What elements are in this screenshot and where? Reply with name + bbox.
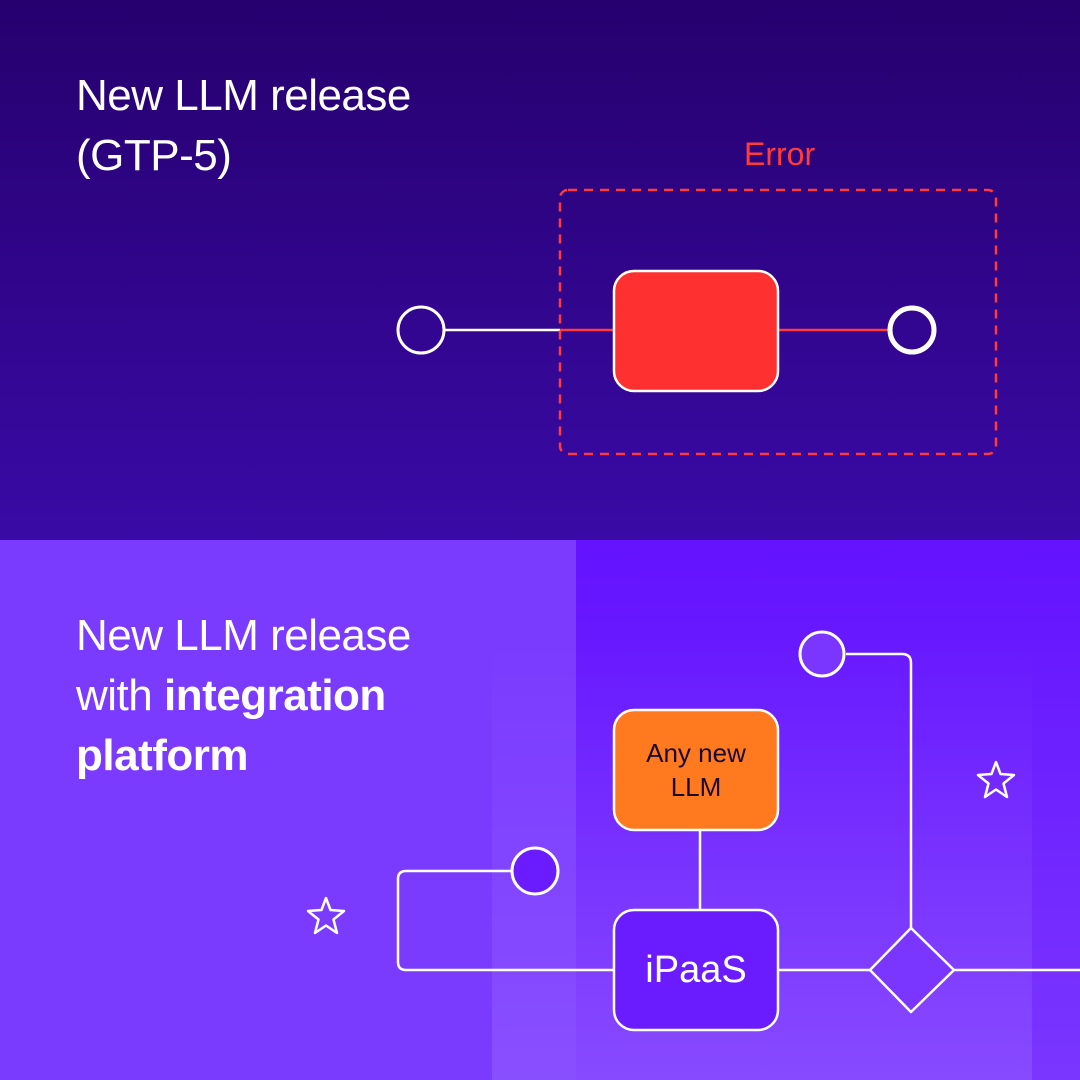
top-heading-line2: (GTP-5) <box>76 131 232 180</box>
panel-without-platform: New LLM release (GTP-5) Error <box>0 0 1080 540</box>
failed-process-node <box>612 269 780 393</box>
bottom-heading-line3-bold: platform <box>76 731 249 780</box>
end-node <box>887 305 937 355</box>
llm-node-label-line2: LLM <box>670 772 722 802</box>
panel-with-platform: New LLM release with integration platfor… <box>0 540 1080 1080</box>
top-node <box>798 630 846 678</box>
top-heading: New LLM release (GTP-5) <box>76 66 536 186</box>
bottom-heading-line2-bold: integration <box>163 671 386 720</box>
bottom-heading-line1: New LLM release <box>76 611 411 660</box>
left-node <box>510 846 560 896</box>
sparkle-icon <box>976 760 1016 799</box>
integration-flow-diagram <box>306 630 1080 1032</box>
llm-node <box>612 708 780 832</box>
start-node <box>396 305 446 355</box>
sparkle-icon <box>306 896 346 935</box>
error-zone <box>558 188 998 456</box>
llm-node-label: Any new LLM <box>614 710 778 830</box>
gateway-diamond <box>868 926 956 1014</box>
top-heading-line1: New LLM release <box>76 71 411 120</box>
error-label: Error <box>744 136 816 172</box>
llm-node-label-line1: Any new <box>646 738 746 768</box>
connector-top-node <box>846 652 913 928</box>
ipaas-node <box>612 908 780 1032</box>
bottom-heading: New LLM release with integration platfor… <box>76 606 411 786</box>
bottom-heading-line2-plain: with <box>76 671 164 720</box>
ipaas-node-label: iPaaS <box>645 948 747 991</box>
error-flow-diagram <box>396 188 998 456</box>
connector-left-loop <box>396 869 614 972</box>
